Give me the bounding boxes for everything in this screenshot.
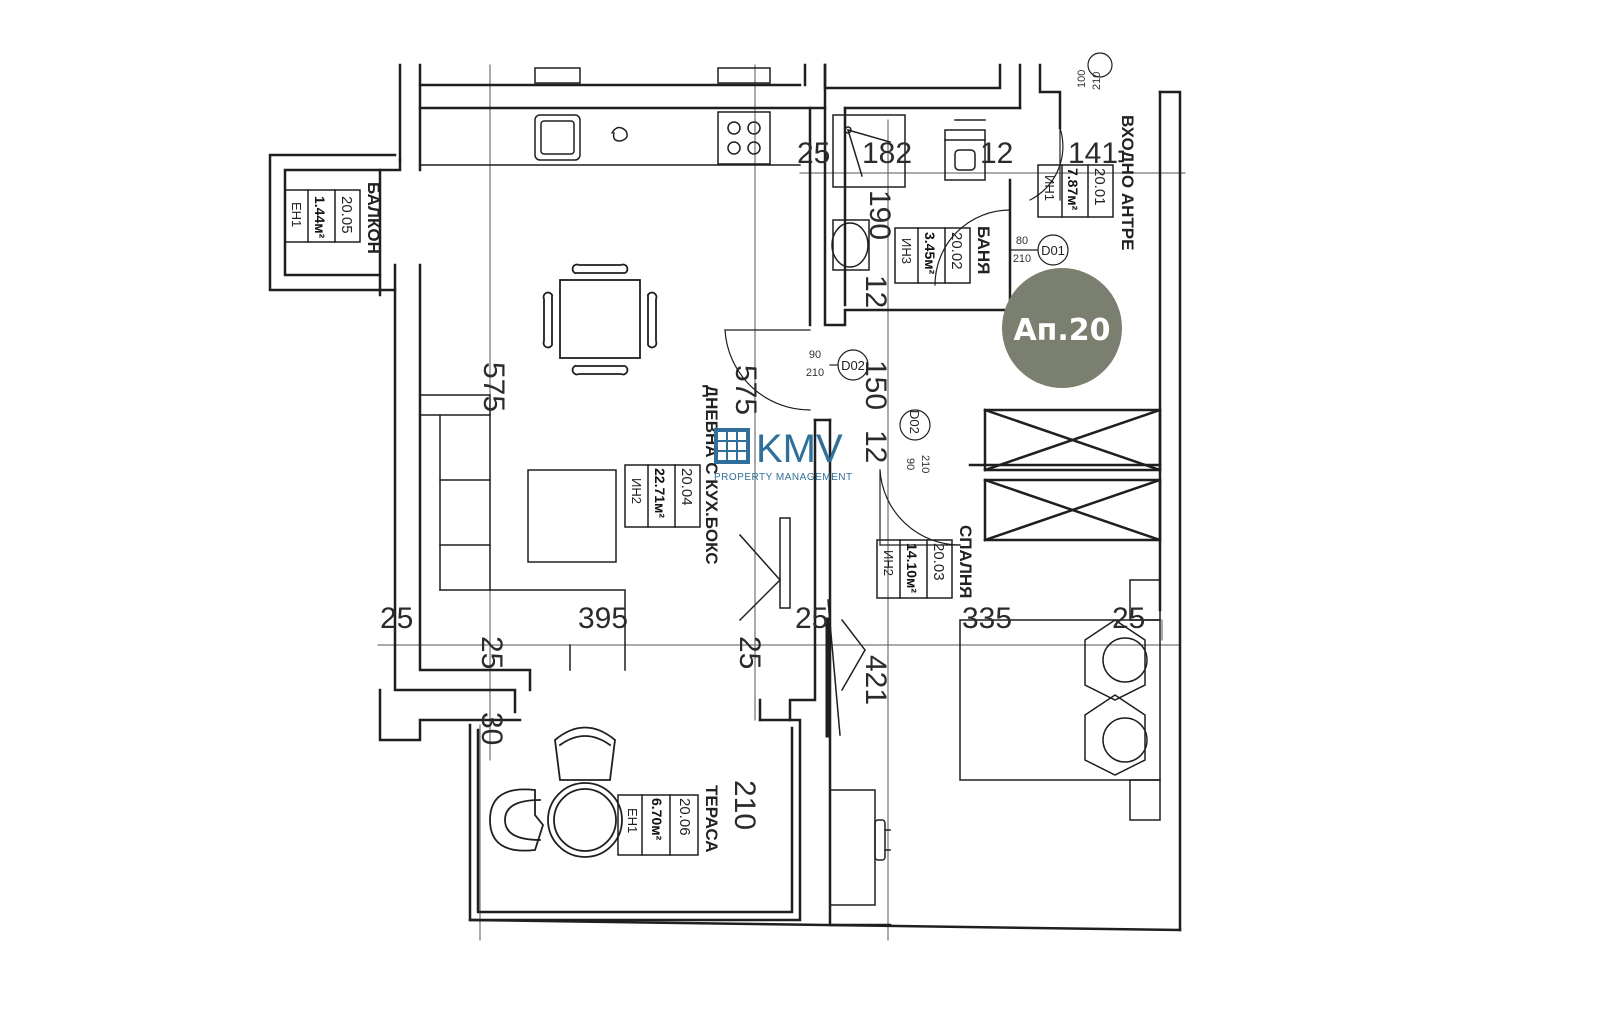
badge-circle (1002, 268, 1122, 388)
dim-12-mid: 12 (859, 430, 892, 463)
dim-25-mid: 25 (795, 602, 828, 635)
door-entrance-height: 210 (1091, 72, 1103, 90)
dim-150: 150 (859, 360, 892, 410)
logo-grid-icon (714, 428, 750, 464)
door-d02a-id: D02 (841, 358, 865, 373)
room-code-balcony: 20.05 (338, 196, 355, 234)
dim-190: 190 (863, 190, 896, 240)
room-tag-entry: ИН1 (1042, 175, 1057, 201)
dim-30: 30 (475, 712, 508, 745)
tv-unit (738, 517, 867, 738)
bed (959, 579, 1161, 821)
dim-12-bath: 12 (859, 275, 892, 308)
logo-tagline: PROPERTY MANAGEMENT (714, 472, 853, 483)
room-name-terrace: ТЕРАСА (702, 785, 721, 853)
door-d02-living: D02 90 210 (806, 349, 865, 379)
logo: KMV PROPERTY MANAGEMENT (714, 427, 853, 483)
dim-25-left: 25 (380, 602, 413, 635)
apartment-badge: Ап.20 (1002, 268, 1122, 388)
door-swings (724, 127, 1064, 546)
desk (829, 789, 891, 906)
dimension-labels: 575 575 395 335 421 210 190 182 150 141 … (380, 137, 1145, 830)
room-terrace: ТЕРАСА 20.06 6.70м² ЕН1 (625, 785, 721, 853)
dim-575-left: 575 (477, 362, 510, 412)
dim-25-bottom-left: 25 (475, 636, 508, 669)
terrace-furniture (489, 726, 623, 858)
room-tag-bedroom: ИН2 (881, 550, 896, 576)
room-area-entry: 7.87м² (1065, 168, 1081, 211)
door-d02a-height: 210 (806, 367, 824, 379)
dim-12-top: 12 (980, 137, 1013, 170)
bathroom-fixtures (831, 114, 986, 271)
dim-182: 182 (862, 137, 912, 170)
door-d01-height: 210 (1013, 253, 1031, 265)
door-d02b-id: D02 (907, 410, 922, 434)
door-d02b-height: 210 (919, 455, 931, 473)
room-bedroom: СПАЛНЯ 20.03 14.10м² ИН2 (881, 525, 975, 598)
room-code-bedroom: 20.03 (930, 543, 947, 581)
room-name-bedroom: СПАЛНЯ (956, 525, 975, 598)
room-area-bedroom: 14.10м² (904, 543, 920, 593)
door-entrance-width: 100 (1076, 70, 1088, 88)
dim-421: 421 (859, 655, 892, 705)
dim-25-right: 25 (1112, 602, 1145, 635)
room-entry: ВХОДНО АНТРЕ 20.01 7.87м² ИН1 (1042, 115, 1137, 250)
room-name-balcony: БАЛКОН (364, 182, 383, 254)
dim-25-bottom-mid: 25 (733, 636, 766, 669)
dim-395: 395 (578, 602, 628, 635)
room-tag-living: ИН2 (629, 478, 644, 504)
dimension-grid (377, 64, 1186, 941)
door-d02-bedroom: D02 90 210 (904, 410, 931, 473)
dim-141: 141 (1068, 137, 1118, 170)
label-frames (284, 164, 1114, 856)
room-tag-terrace: ЕН1 (625, 808, 640, 833)
door-entrance: 100 210 (1076, 70, 1103, 90)
room-name-entry: ВХОДНО АНТРЕ (1118, 115, 1137, 250)
room-balcony: БАЛКОН 20.05 1.44м² ЕН1 (289, 182, 383, 254)
room-name-bathroom: БАНЯ (974, 226, 993, 274)
dim-210: 210 (728, 780, 761, 830)
dim-335: 335 (962, 602, 1012, 635)
room-bathroom: БАНЯ 20.02 3.45м² ИН3 (899, 226, 993, 275)
walls (268, 63, 1182, 932)
door-d01-id: D01 (1041, 243, 1065, 258)
room-area-terrace: 6.70м² (649, 798, 665, 841)
door-tag-circles (829, 52, 1113, 441)
door-d02b-width: 90 (904, 458, 916, 470)
room-area-living: 22.71м² (652, 468, 668, 518)
room-code-entry: 20.01 (1091, 168, 1108, 206)
door-d02a-width: 90 (809, 349, 821, 361)
door-d01: D01 80 210 (1013, 235, 1065, 265)
room-area-bathroom: 3.45м² (922, 232, 938, 275)
kitchen-counter (419, 67, 801, 166)
door-d01-width: 80 (1016, 235, 1028, 247)
room-code-bathroom: 20.02 (948, 232, 965, 270)
dining-set (542, 263, 658, 376)
logo-name: KMV (756, 427, 843, 471)
room-area-balcony: 1.44м² (312, 196, 328, 239)
dim-25-top: 25 (797, 137, 830, 170)
badge-label: Ап.20 (1013, 313, 1110, 348)
room-code-living: 20.04 (678, 468, 695, 506)
room-code-terrace: 20.06 (676, 798, 693, 836)
room-tag-bathroom: ИН3 (899, 238, 914, 264)
dim-575-mid: 575 (729, 365, 762, 415)
sofa (419, 394, 626, 671)
room-tag-balcony: ЕН1 (289, 202, 304, 227)
